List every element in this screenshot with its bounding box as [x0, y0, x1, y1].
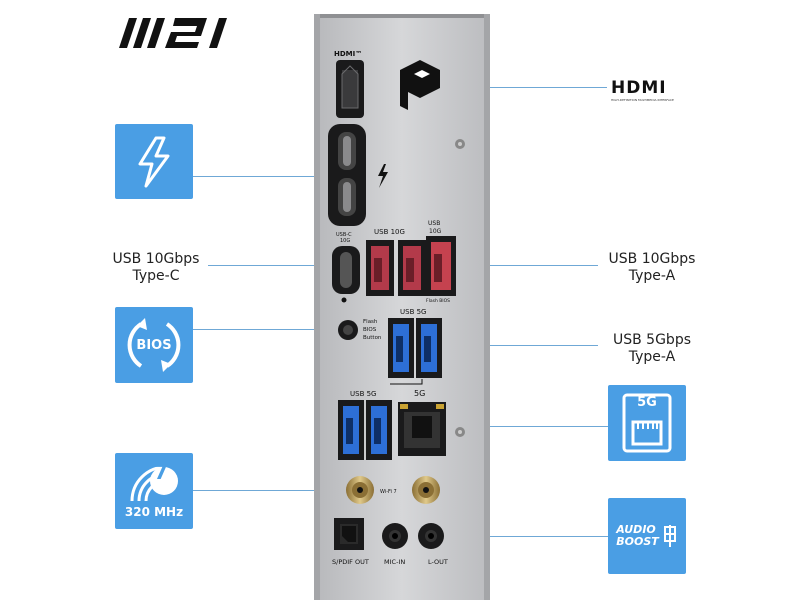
mic-in-label: MIC-IN	[384, 558, 405, 566]
hdmi-brand-logo: HDMI HIGH-DEFINITION MULTIMEDIA INTERFAC…	[611, 78, 691, 102]
audio-boost-line2: BOOST	[616, 535, 659, 548]
flash-bios-button-label-1: Flash	[363, 319, 378, 325]
usb5g-label: USB 5G	[400, 308, 426, 316]
usb5g-type-a-ports-top	[388, 318, 442, 378]
ethernet-port-icon	[622, 393, 672, 453]
leader-usb-c	[208, 265, 354, 266]
wifi-panel-label: Wi-Fi 7	[380, 489, 397, 495]
leader-lan	[420, 426, 608, 427]
lan-5g-port	[398, 402, 446, 456]
audio-wave-icon	[663, 525, 676, 547]
thunderbolt-tile	[115, 124, 193, 199]
hdmi-panel-label: HDMI™	[334, 50, 362, 58]
usbc-10g-label: USB-C	[336, 232, 352, 238]
bios-refresh-icon	[127, 318, 181, 372]
usb5g-type-a-ports-bottom	[338, 400, 392, 460]
thunderbolt-usbc-ports	[328, 124, 366, 226]
line-out-label: L-OUT	[428, 558, 448, 566]
audio-boost-line1: AUDIO	[616, 523, 656, 536]
leader-audio	[395, 536, 608, 537]
usb-5gbps-type-a-label: USB 5Gbps Type-A	[612, 332, 691, 365]
wifi-7-tile: 7 320 MHz	[115, 453, 193, 529]
hdmi-brand-sub: HIGH-DEFINITION MULTIMEDIA INTERFACE	[611, 98, 674, 102]
bios-text: BIOS	[136, 337, 172, 353]
lan-5g-text: 5G	[637, 395, 657, 410]
io-panel: HDMI™ USB-C 10G USB 10G USB 10G Flash BI…	[314, 14, 490, 600]
lan-5g-tile: 5G	[608, 385, 686, 461]
bios-tile: BIOS	[115, 307, 193, 383]
lan-panel-label: 5G	[414, 389, 425, 398]
wifi-freq: 320 MHz	[124, 505, 184, 519]
msi-logo	[119, 18, 227, 48]
usb10g-right-label-1: USB	[428, 220, 440, 227]
leader-usb5-a	[410, 345, 598, 346]
usb5g-left-label: USB 5G	[350, 390, 376, 398]
flash-bios-button-label-2: BIOS	[363, 327, 377, 333]
usb10g-type-a-ports	[366, 236, 456, 296]
usb10g-label: USB 10G	[374, 228, 405, 236]
thunderbolt-panel-icon	[378, 164, 388, 188]
audio-boost-icon: AUDIO BOOST	[616, 524, 678, 548]
usb-c-10gbps-label: USB 10Gbps Type-C	[112, 251, 200, 284]
spdif-label: S/PDIF OUT	[332, 558, 369, 566]
wifi-7-icon	[130, 465, 178, 502]
usb-10gbps-type-a-label: USB 10Gbps Type-A	[608, 251, 696, 284]
flash-bios-button-label-3: Button	[363, 335, 382, 341]
spdif-port	[334, 518, 364, 550]
leader-thunderbolt	[193, 176, 353, 177]
wifi-7-number: 7	[154, 460, 168, 484]
leader-bios	[193, 329, 349, 330]
thunderbolt-icon	[138, 136, 170, 187]
audio-boost-tile: AUDIO BOOST	[608, 498, 686, 574]
wifi-antenna-connectors	[346, 476, 440, 504]
leader-wifi	[193, 490, 361, 491]
usb10g-right-label-2: 10G	[429, 228, 442, 235]
flash-bios-small-label: Flash BIOS	[426, 298, 450, 304]
product-logo	[400, 60, 440, 110]
usbc-10g-label-2: 10G	[340, 238, 350, 244]
hdmi-brand-word: HDMI	[611, 78, 667, 98]
